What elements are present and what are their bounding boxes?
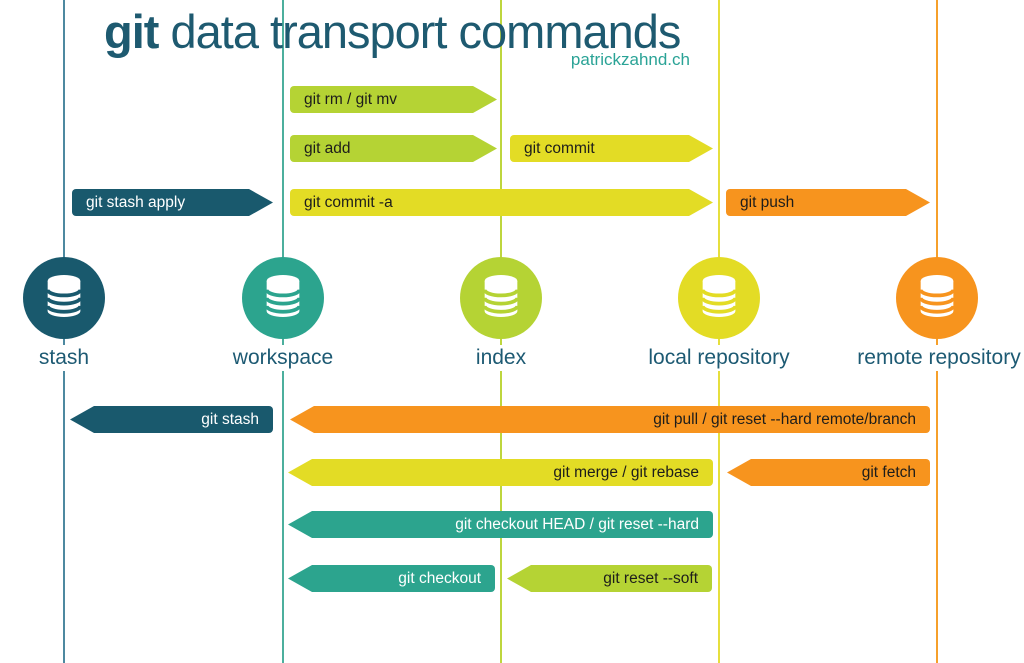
arrow-label: git push	[740, 194, 795, 211]
arrow-git-checkout-head-reset-hard: git checkout HEAD / git reset --hard	[288, 511, 713, 538]
arrow-label: git stash apply	[86, 194, 186, 211]
stash-node	[23, 257, 105, 339]
arrow-git-merge-rebase: git merge / git rebase	[288, 459, 713, 486]
arrow-label: git stash	[201, 411, 259, 428]
database-icon	[918, 275, 956, 317]
database-icon	[45, 275, 83, 317]
stash-label: stash	[33, 345, 95, 371]
database-icon	[700, 275, 738, 317]
workspace-node	[242, 257, 324, 339]
local-repository-node	[678, 257, 760, 339]
remote-repository-label: remote repository	[852, 345, 1024, 371]
arrow-git-reset-soft: git reset --soft	[507, 565, 712, 592]
database-icon	[264, 275, 302, 317]
arrow-label: git checkout HEAD / git reset --hard	[455, 516, 699, 533]
arrow-label: git fetch	[861, 464, 916, 481]
local-repository-label: local repository	[643, 345, 795, 371]
page-title-git: git	[104, 5, 159, 58]
arrow-label: git commit	[524, 140, 595, 157]
arrow-git-add: git add	[290, 135, 497, 162]
arrow-git-pull-reset-hard-remote: git pull / git reset --hard remote/branc…	[290, 406, 930, 433]
arrow-label: git pull / git reset --hard remote/branc…	[653, 411, 916, 428]
remote-repository-node	[896, 257, 978, 339]
workspace-label: workspace	[227, 345, 339, 371]
index-node	[460, 257, 542, 339]
arrow-label: git merge / git rebase	[553, 464, 699, 481]
database-icon	[482, 275, 520, 317]
arrow-git-commit-a: git commit -a	[290, 189, 713, 216]
arrow-git-checkout: git checkout	[288, 565, 495, 592]
arrow-git-stash: git stash	[70, 406, 273, 433]
index-label: index	[470, 345, 532, 371]
arrow-label: git checkout	[398, 570, 481, 587]
arrow-git-commit: git commit	[510, 135, 713, 162]
arrow-label: git add	[304, 140, 351, 157]
page-title-rest: data transport commands	[158, 5, 681, 58]
credit-link: patrickzahnd.ch	[570, 50, 690, 69]
arrow-label: git rm / git mv	[304, 91, 398, 108]
arrow-git-stash-apply: git stash apply	[72, 189, 273, 216]
page-title: git data transport commands	[104, 5, 681, 58]
arrow-git-push: git push	[726, 189, 930, 216]
arrow-label: git commit -a	[304, 194, 393, 211]
arrow-git-rm-mv: git rm / git mv	[290, 86, 497, 113]
arrow-git-fetch: git fetch	[727, 459, 930, 486]
arrow-label: git reset --soft	[603, 570, 698, 587]
